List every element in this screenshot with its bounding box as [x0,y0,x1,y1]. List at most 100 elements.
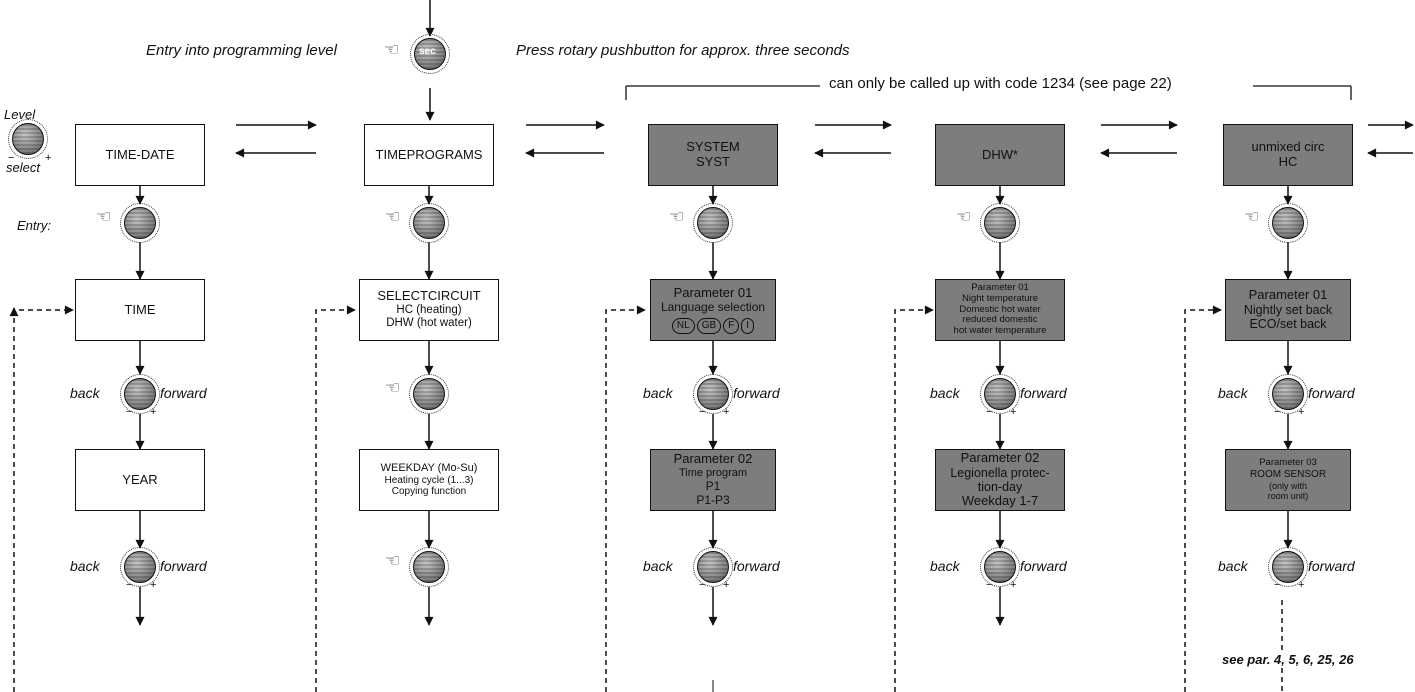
language-option[interactable]: F [723,317,740,334]
minus-sign: − [986,406,993,418]
return-path-time [13,305,74,692]
menu-box-line: HC [1278,154,1298,169]
forward-label: forward [1308,558,1355,574]
menu-nav-arrows [235,120,1414,158]
forward-label: forward [160,385,207,401]
plus-sign: + [723,406,730,418]
parameter-box-line: Parameter 01 [971,281,1029,293]
rotary-nav-knob[interactable] [980,547,1020,587]
rotary-nav-knob[interactable] [693,374,733,414]
parameter-box-line: P1-P3 [696,492,730,507]
rotary-nav-knob[interactable] [120,547,160,587]
return-path-timeprograms [315,305,356,692]
minus-sign: − [126,579,133,591]
parameter-box-line: Parameter 01 [673,285,753,301]
rotary-nav-knob[interactable] [120,374,160,414]
parameter-box-line: ROOM SENSOR [1249,469,1327,481]
parameter-box: WEEKDAY (Mo-Su)Heating cycle (1...3)Copy… [359,449,499,511]
language-option[interactable]: I [741,317,755,334]
parameter-box-line: YEAR [122,471,158,487]
language-option[interactable]: NL [671,317,695,334]
menu-box-line: SYSTEM [686,139,740,155]
parameter-box-line: tion-day [977,480,1023,494]
minus-sign: − [1274,406,1281,418]
rotary-pushbutton-entry[interactable] [410,34,450,74]
return-path-dhw [894,305,934,692]
parameter-box-line: Parameter 03 [1259,457,1317,469]
entry-knob[interactable] [980,203,1020,243]
hand-press-icon: ☜ [956,207,972,227]
hand-press-icon: ☜ [96,207,112,227]
parameter-box-line: Time program [678,467,748,480]
minus-sign: − [126,406,133,418]
parameter-box-line: Nightly set back [1243,303,1333,318]
entry-knob[interactable] [693,203,733,243]
rotary-nav-knob[interactable] [1268,547,1308,587]
menu-box-line: unmixed circ [1251,139,1325,155]
menu-box-line: TIMEPROGRAMS [375,146,483,162]
minus-sign: − [699,579,706,591]
parameter-box: TIME [75,279,205,341]
hand-press-icon: ☜ [385,551,401,571]
return-path-hc [1184,305,1222,692]
minus-sign: − [1274,579,1281,591]
parameter-box-line: Parameter 01 [1248,287,1328,303]
parameter-box-line: reduced domestic [962,314,1038,326]
back-label: back [930,385,960,401]
minus-sign: − [986,579,993,591]
hand-press-icon: ☜ [669,207,685,227]
forward-label: forward [1308,385,1355,401]
parameter-box-line: Parameter 02 [673,451,753,467]
rotary-nav-knob[interactable] [1268,374,1308,414]
parameter-box-line: HC (heating) [396,304,462,317]
minus-sign: − [699,406,706,418]
back-label: back [1218,385,1248,401]
forward-label: forward [1020,385,1067,401]
plus-sign: + [1010,406,1017,418]
return-paths [9,305,1283,692]
entry-knob[interactable] [409,203,449,243]
level-select-knob[interactable] [8,119,48,159]
parameter-box-line: Parameter 02 [960,449,1040,465]
language-option[interactable]: GB [696,317,722,334]
hand-press-icon: ☜ [385,378,401,398]
press-note: Press rotary pushbutton for approx. thre… [516,42,850,59]
code-note: can only be called up with code 1234 (se… [829,75,1172,92]
entry-knob[interactable] [409,374,449,414]
level-minus: − [8,152,15,164]
parameter-box: YEAR [75,449,205,511]
parameter-box-line: DHW (hot water) [386,317,472,330]
parameter-box-line: room unit) [1267,491,1309,502]
entry-label: Entry into programming level [146,42,337,59]
menu-box-line: SYST [696,154,730,169]
column-flow-arrows [135,186,1293,626]
parameter-box-line: hot water temperature [953,325,1047,337]
forward-label: forward [733,558,780,574]
back-label: back [643,385,673,401]
sec-label: sec [419,46,436,57]
menu-box: TIMEPROGRAMS [364,124,494,186]
parameter-box-line: Legionella protec- [950,465,1050,480]
rotary-nav-knob[interactable] [693,547,733,587]
rotary-nav-knob[interactable] [980,374,1020,414]
back-label: back [1218,558,1248,574]
plus-sign: + [1298,579,1305,591]
parameter-box-line: Night temperature [961,292,1039,304]
entry-knob[interactable] [1268,203,1308,243]
entry-knob[interactable] [409,547,449,587]
entry-knob[interactable] [120,203,160,243]
parameter-box-line: (only with [1268,480,1307,491]
entry-side-label: Entry: [17,218,51,233]
parameter-box-line: Copying function [391,486,467,498]
parameter-box-line: P1 [705,478,721,493]
plus-sign: + [723,579,730,591]
menu-box-line: DHW* [981,146,1019,162]
